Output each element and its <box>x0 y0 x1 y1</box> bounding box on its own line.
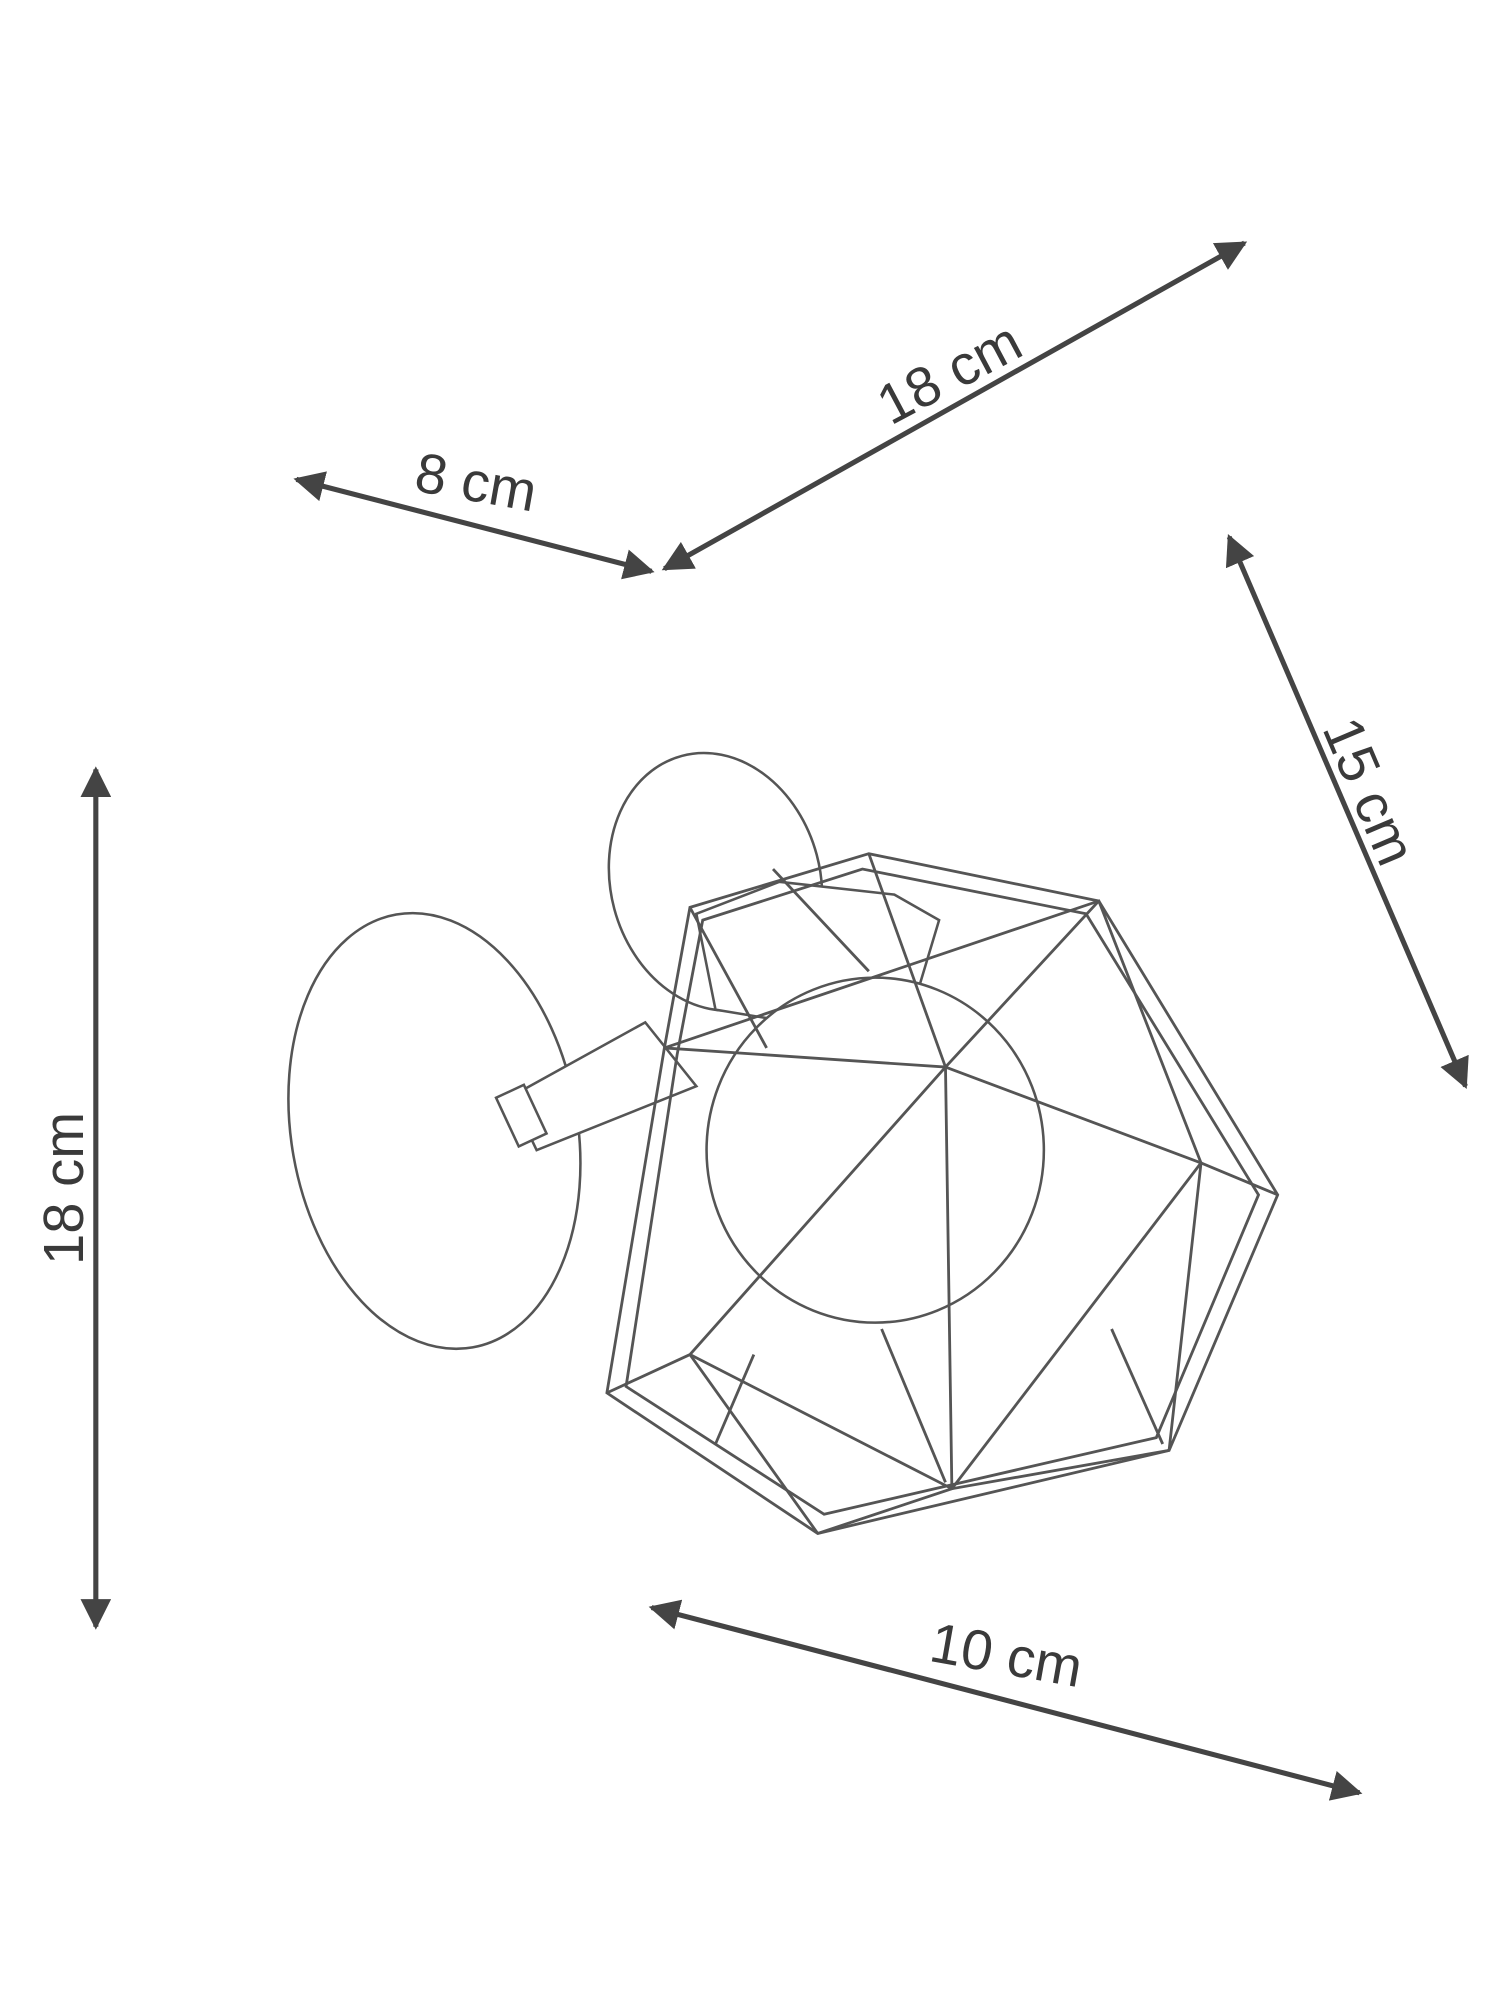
dimension-label: 8 cm <box>411 440 542 523</box>
dimension-base-depth: 8 cm <box>293 440 655 580</box>
dimension-cage-diameter: 15 cm <box>1225 534 1469 1090</box>
dimension-label: 15 cm <box>1311 708 1429 874</box>
dimension-arrow <box>293 471 655 580</box>
arm-joint <box>494 1083 549 1149</box>
dimension-cage-width: 10 cm <box>648 1599 1363 1801</box>
dimension-total-length: 18 cm <box>661 240 1248 572</box>
lamp-illustration <box>287 751 1280 1535</box>
dimension-height: 18 cm <box>32 766 112 1630</box>
dimension-label: 18 cm <box>32 1112 95 1265</box>
dimension-arrow <box>648 1599 1363 1801</box>
wire-cage <box>605 852 1280 1535</box>
dimension-label: 18 cm <box>867 309 1032 436</box>
dimension-arrow <box>661 240 1248 572</box>
dimension-arrow <box>1225 534 1469 1090</box>
